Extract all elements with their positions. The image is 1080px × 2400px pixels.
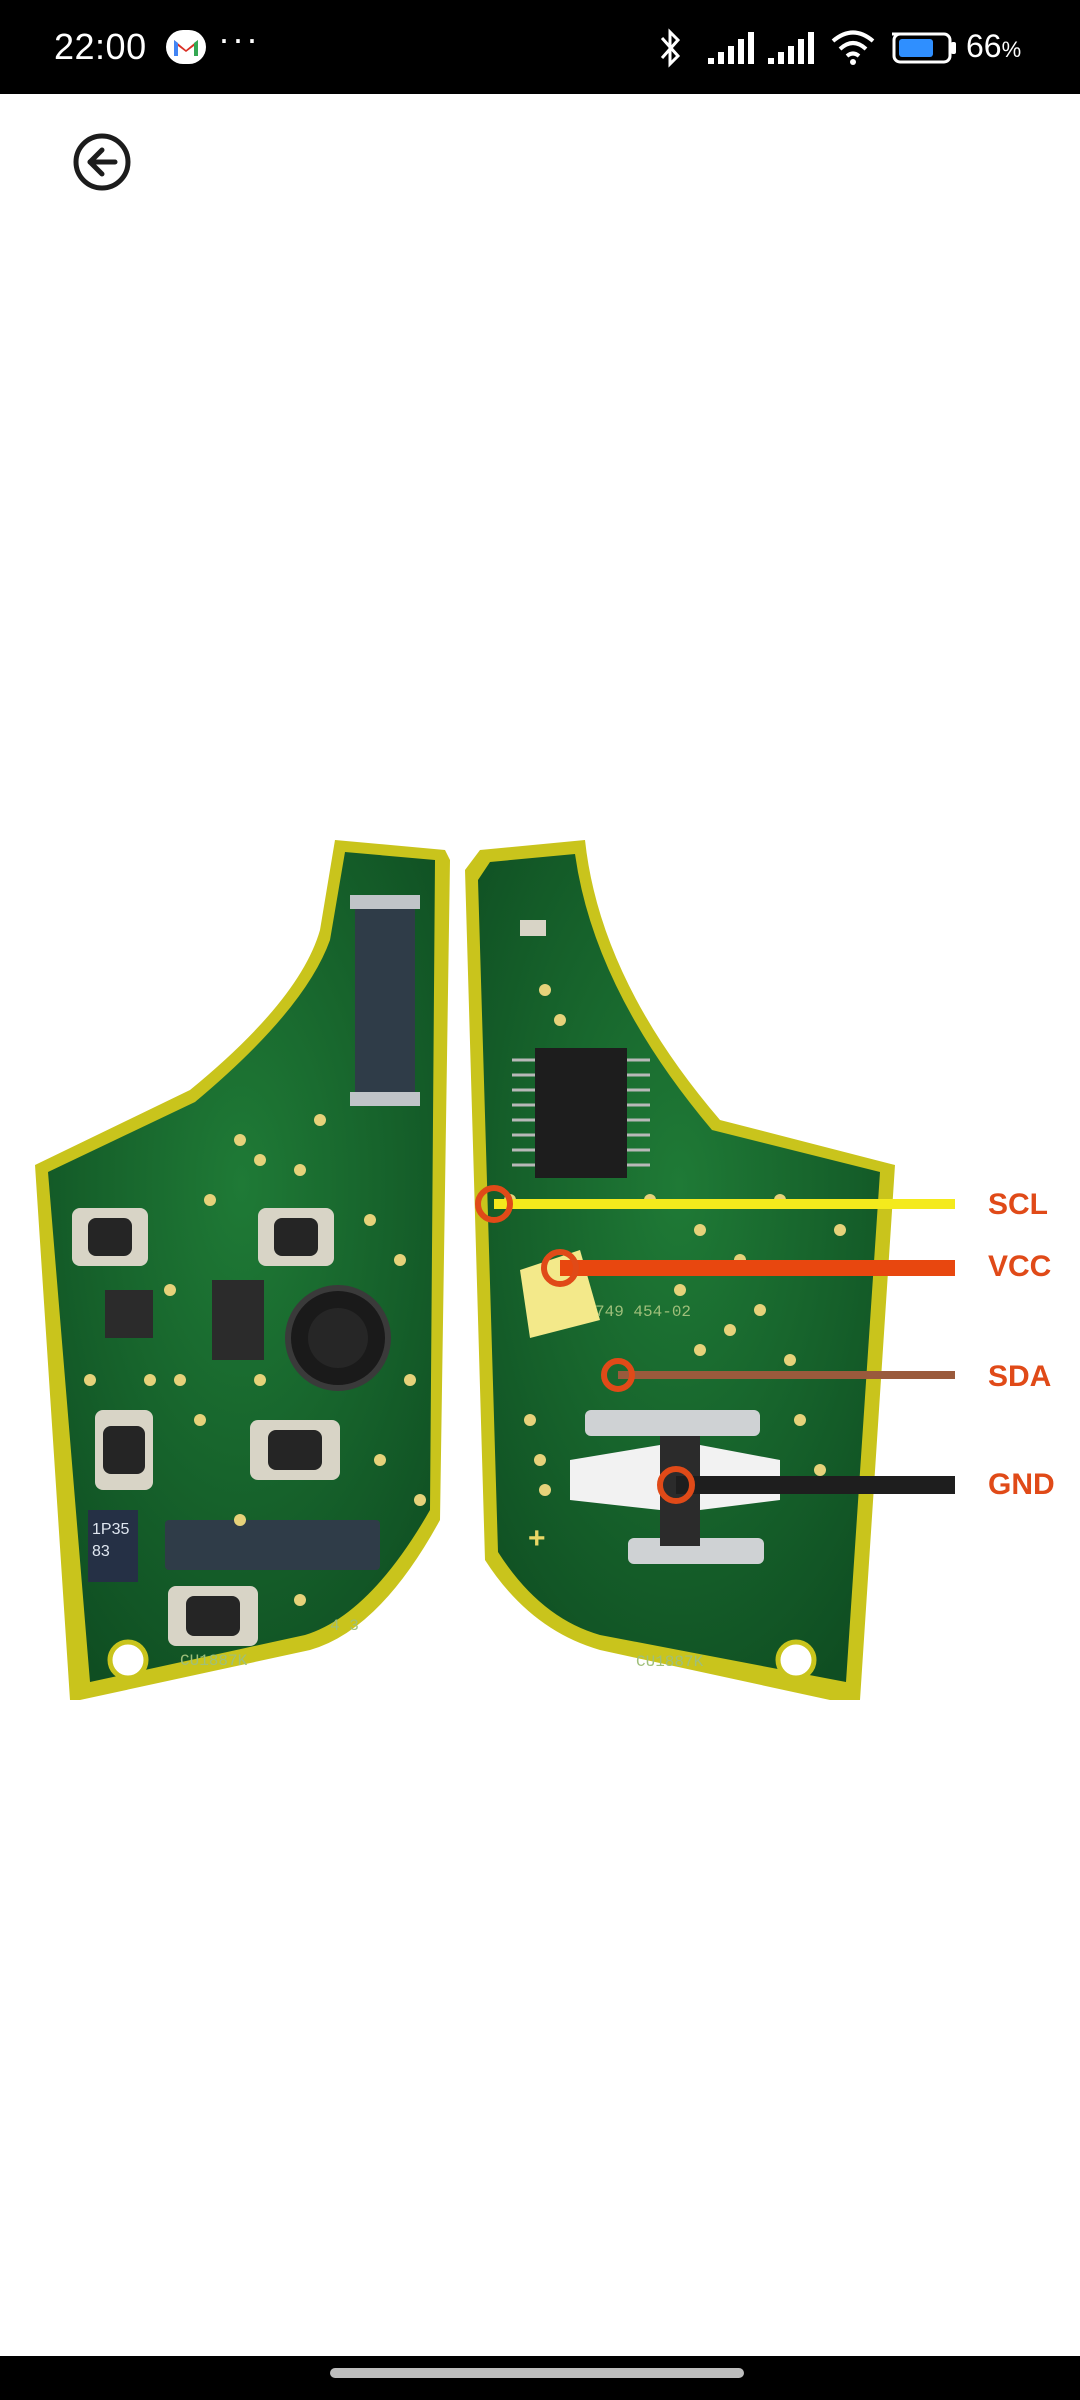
tactile-switch (95, 1410, 153, 1490)
tactile-switch (168, 1586, 258, 1646)
scl-label: SCL (988, 1188, 1048, 1221)
wifi-icon (831, 30, 875, 65)
tactile-switch (250, 1420, 340, 1480)
signal-icon (708, 32, 754, 64)
battery-value: 66 (966, 28, 1002, 64)
sda-label: SDA (988, 1360, 1052, 1393)
sda-wire (601, 1358, 955, 1392)
navigation-bar (0, 2356, 1080, 2400)
scl-wire (475, 1185, 955, 1223)
gnd-wire (657, 1466, 955, 1504)
tactile-switch (258, 1208, 334, 1266)
left-board-pins: 4 3 (330, 1617, 359, 1635)
tactile-switch (72, 1208, 148, 1266)
more-notifications-icon: ··· (218, 18, 260, 59)
status-bar: 22:00 ··· 66% (0, 0, 1080, 94)
bluetooth-icon (660, 28, 681, 68)
part-number: 749 454-02 (595, 1303, 691, 1321)
battery-percent: 66% (966, 28, 1021, 65)
status-time: 22:00 (54, 26, 147, 67)
plus-marking: + (528, 1522, 546, 1555)
battery-charging-icon (892, 32, 956, 64)
home-gesture-handle[interactable] (330, 2368, 744, 2378)
pcb-pinout-image: 1P35 83 CU1887K 4 3 (35, 840, 955, 1700)
capacitor-label-1: 1P35 (92, 1521, 129, 1538)
gnd-label: GND (988, 1468, 1055, 1501)
left-board-code: CU1887K (180, 1652, 248, 1670)
back-button[interactable] (72, 132, 132, 192)
right-board-code: CU1887K (636, 1653, 704, 1671)
left-pcb-board: 1P35 83 CU1887K 4 3 (35, 840, 450, 1700)
vcc-wire (541, 1249, 955, 1287)
vcc-label: VCC (988, 1250, 1052, 1283)
capacitor-label-2: 83 (92, 1543, 110, 1560)
battery-unit: % (1001, 37, 1022, 62)
signal-icon (768, 32, 814, 64)
gmail-icon (166, 30, 206, 64)
